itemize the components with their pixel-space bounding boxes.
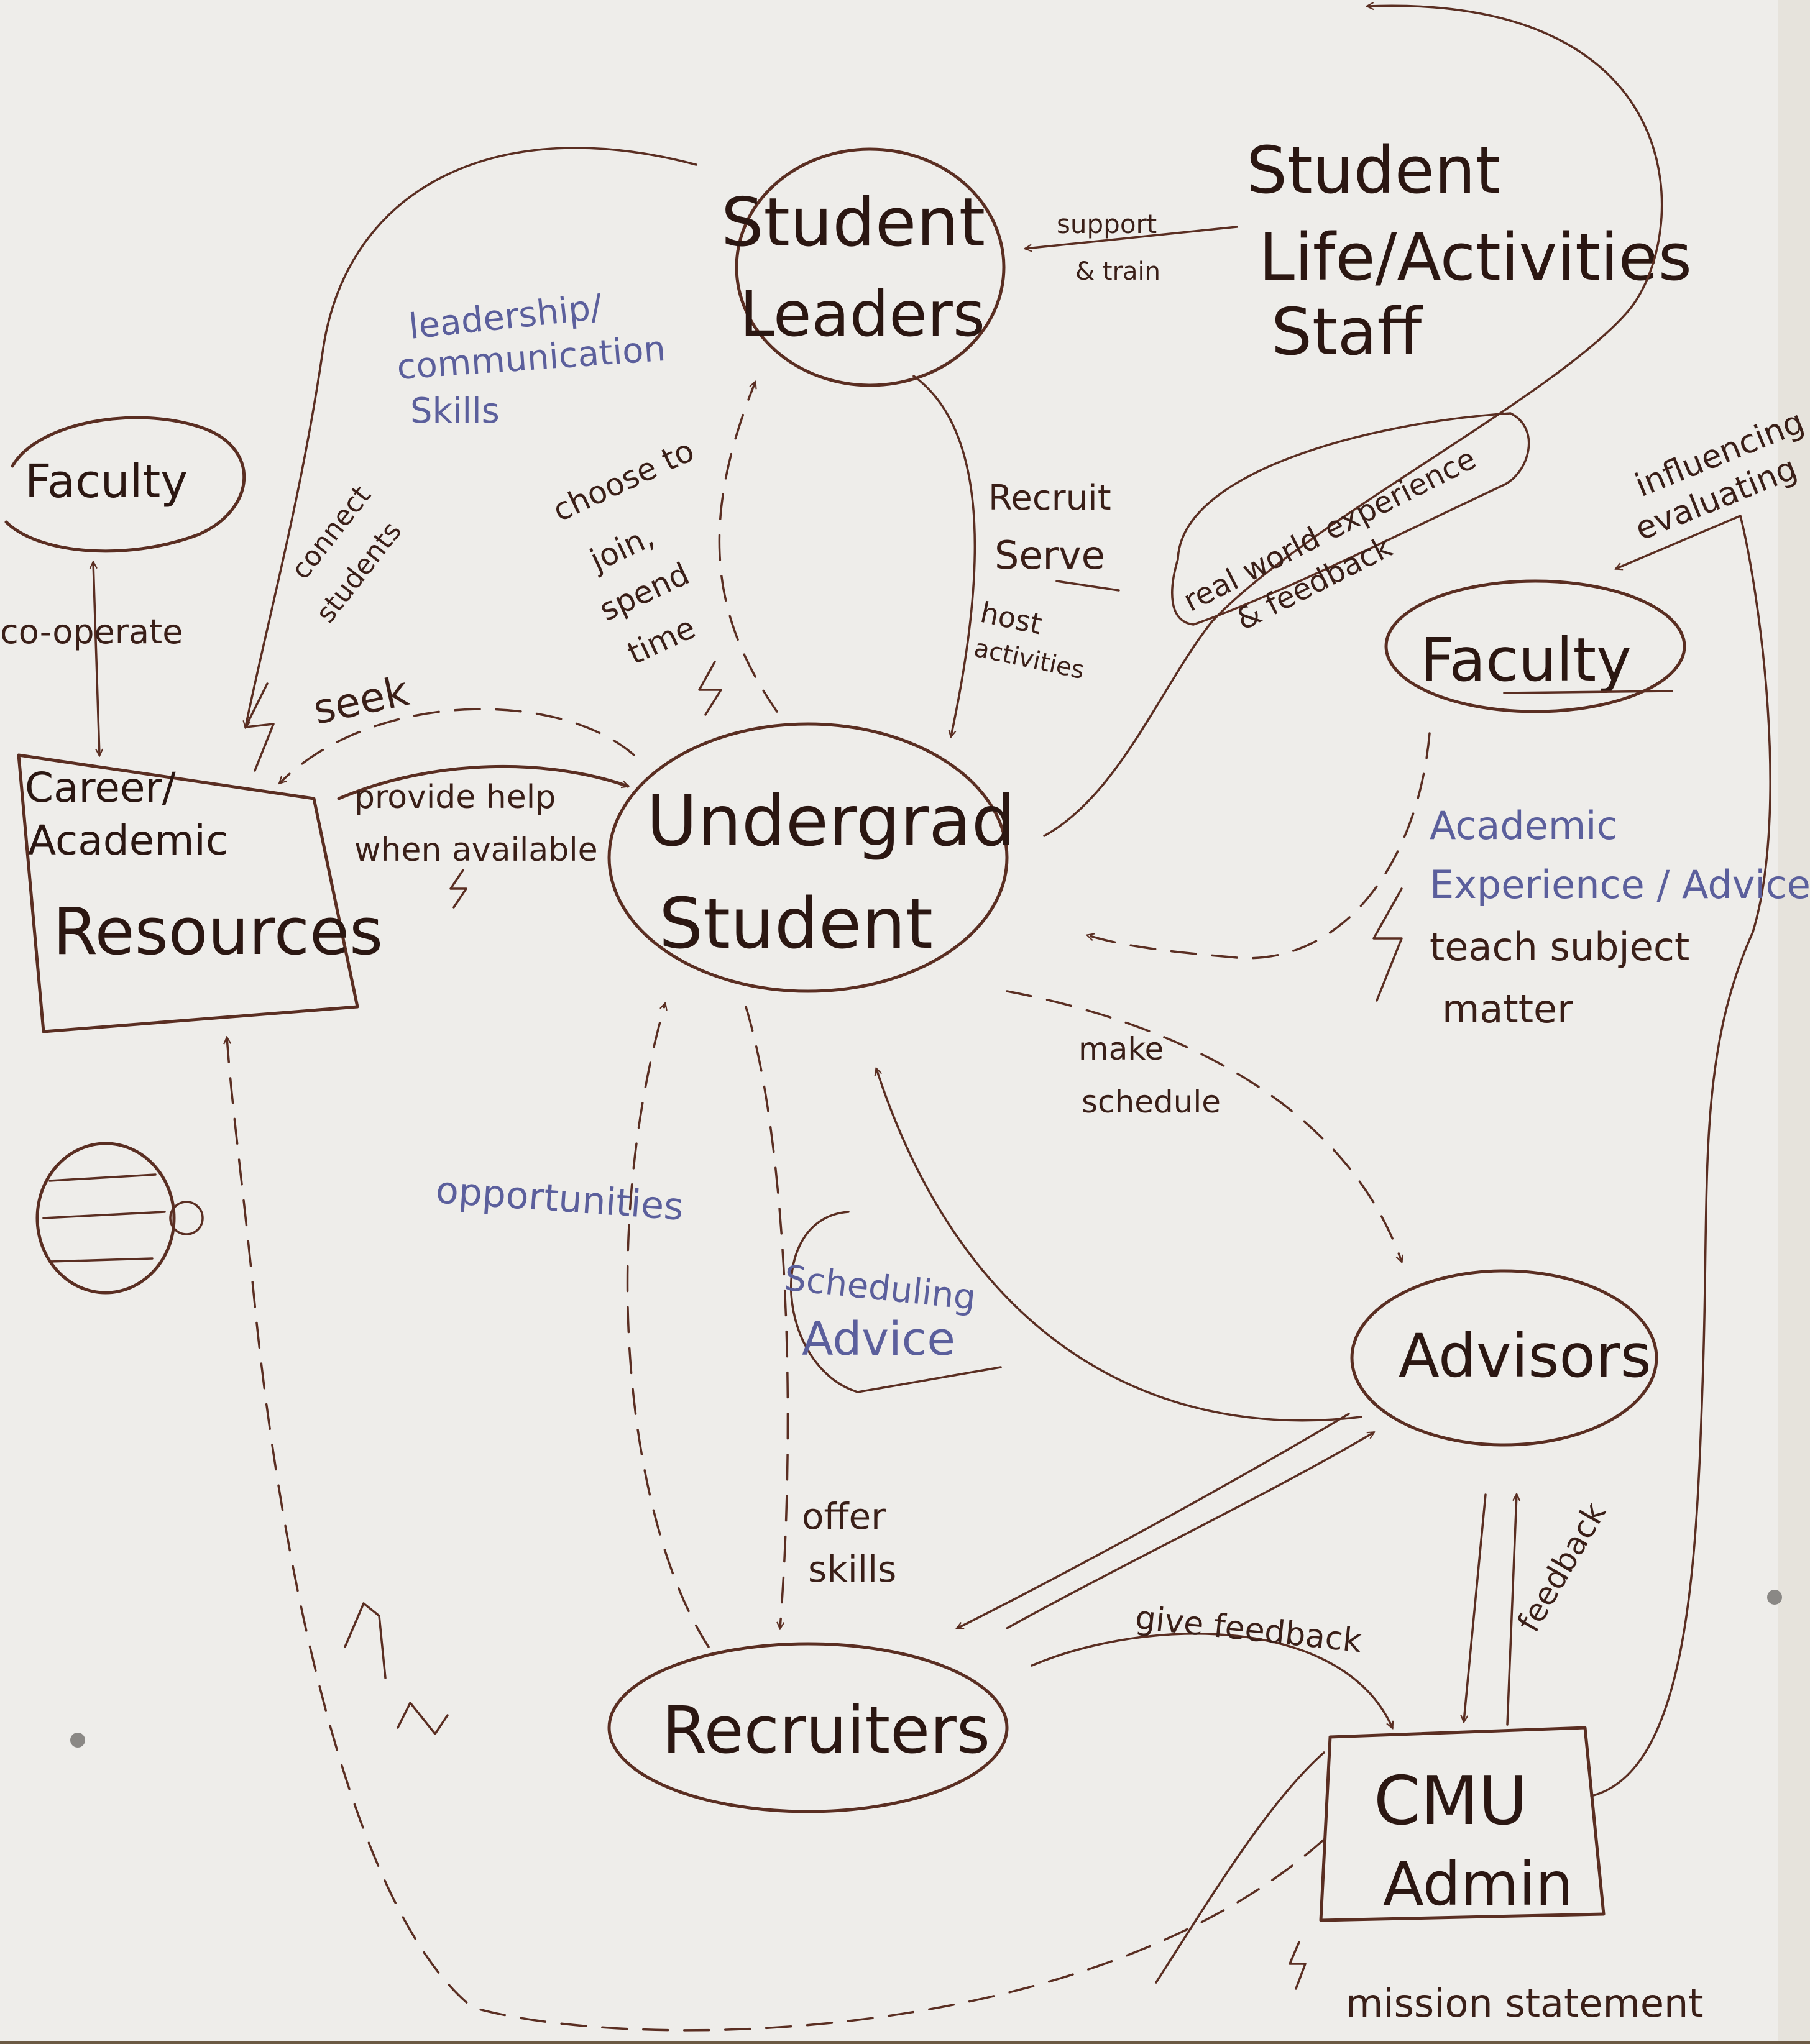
career-resources-line3: Resources	[53, 894, 383, 969]
edge-opportunities	[626, 1004, 710, 1648]
label-mission-statement: mission statement	[1346, 1981, 1704, 2026]
edge-academic-advice	[1088, 732, 1431, 960]
zigzag-mark-mission	[1289, 1941, 1307, 1990]
faculty-left-label: Faculty	[25, 455, 188, 508]
label-recruit: Recruit	[988, 478, 1111, 518]
label-advice: Advice	[802, 1313, 955, 1366]
edge-co-operate	[93, 562, 99, 755]
label-academic: Academic	[1430, 803, 1618, 848]
label-train: & train	[1075, 257, 1160, 286]
zigzag-mark-teach	[1372, 887, 1403, 1002]
board-edge	[1778, 0, 1810, 2041]
board-screw-right	[1767, 1590, 1782, 1605]
career-resources-line1: Career/	[25, 764, 177, 812]
label-teach-subject: teach subject	[1430, 924, 1689, 969]
label-skills: Skills	[410, 391, 500, 431]
edge-connect-students	[246, 147, 697, 727]
scheduling-label-bubble	[789, 1211, 1002, 1393]
edge-give-feedback	[1031, 1633, 1392, 1728]
label-schedule: schedule	[1082, 1084, 1221, 1120]
staff-line1: Student	[1246, 132, 1500, 208]
edge-provide-help	[337, 764, 628, 800]
zigzag-mark-connect	[244, 682, 275, 772]
faculty-right-underline	[1503, 690, 1673, 694]
edge-scheduling-advice	[876, 1069, 1362, 1422]
faculty-right-label: Faculty	[1420, 625, 1632, 695]
recruiters-node-outline	[607, 1642, 1009, 1813]
serve-underline	[1055, 580, 1120, 592]
student-leaders-line2: Leaders	[740, 278, 985, 351]
advisors-node-outline	[1350, 1269, 1658, 1447]
label-support: support	[1057, 209, 1157, 239]
edge-support-train	[1026, 226, 1238, 249]
student-leaders-line1: Student	[721, 184, 985, 262]
label-when-available: when available	[354, 832, 598, 869]
edge-recruiters-to-advisors	[1006, 1432, 1374, 1629]
cmu-admin-line2: Admin	[1383, 1849, 1573, 1919]
label-serve: Serve	[995, 533, 1105, 578]
faculty-right-node-outline	[1384, 579, 1686, 713]
scribble-doodle	[35, 1142, 204, 1295]
career-resources-node-outline	[17, 753, 359, 1033]
label-matter: matter	[1442, 986, 1573, 1032]
staff-line2: Life/Activities	[1259, 219, 1692, 295]
label-experience-advice: Experience / Advice	[1430, 862, 1810, 907]
student-leaders-node-outline	[735, 147, 1006, 387]
edge-real-world-experience	[1043, 6, 1663, 837]
staff-line3: Staff	[1271, 294, 1423, 370]
edge-admin-to-recruiters-stroke	[1155, 1751, 1325, 1984]
label-offer-skills: skills	[808, 1548, 896, 1590]
undergrad-student-node-outline	[607, 722, 1009, 993]
edge-offer-skills	[745, 1006, 789, 1628]
recruiters-label: Recruiters	[662, 1692, 990, 1768]
zigzag-mark-choose	[698, 661, 722, 716]
edge-admin-to-resources	[227, 1038, 1325, 2032]
faculty-left-node-outline	[4, 416, 246, 553]
board-screw-left	[70, 1733, 85, 1748]
cmu-admin-line1: CMU	[1374, 1762, 1528, 1840]
edge-advisors-to-admin	[1464, 1493, 1487, 1721]
undergrad-student-line2: Student	[659, 884, 933, 965]
zigzag-mark-provide	[449, 869, 467, 909]
edge-choose-join	[718, 382, 778, 713]
label-offer: offer	[802, 1495, 886, 1538]
edge-advisors-to-recruiters	[957, 1413, 1350, 1629]
edge-admin-feedback-to-advisors	[1506, 1495, 1517, 1726]
label-co-operate: co-operate	[0, 612, 183, 651]
undergrad-student-line1: Undergrad	[646, 781, 1016, 862]
cmu-admin-node-outline	[1319, 1726, 1606, 1922]
edge-recruit-serve	[912, 375, 976, 736]
label-provide-help: provide help	[354, 779, 556, 816]
edge-make-schedule	[1006, 990, 1402, 1262]
career-resources-line2: Academic	[28, 817, 228, 864]
edge-seek	[280, 708, 635, 783]
advisors-label: Advisors	[1399, 1321, 1652, 1391]
real-world-label-bubble	[1171, 412, 1530, 626]
edge-influencing	[1590, 515, 1771, 1797]
label-make: make	[1078, 1031, 1164, 1067]
scribble-note	[344, 1602, 449, 1735]
